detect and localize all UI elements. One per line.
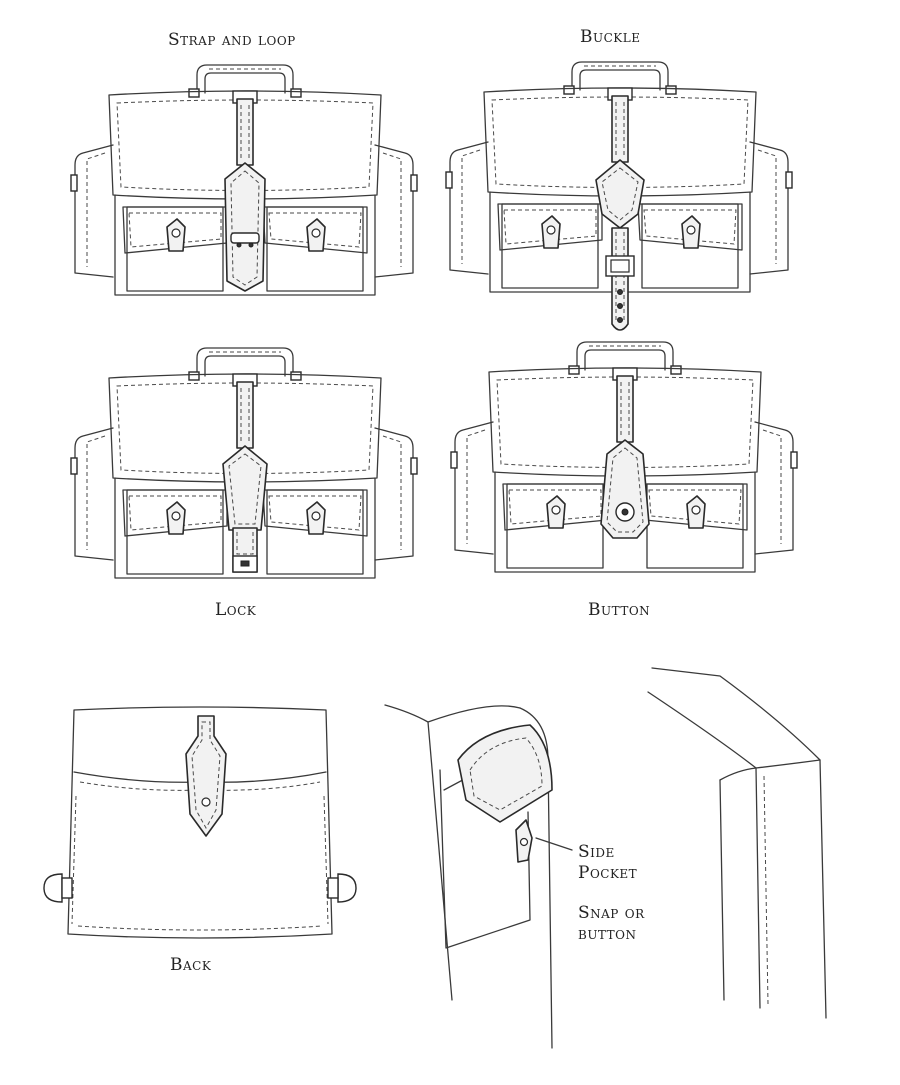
label-buckle: Buckle — [580, 27, 641, 47]
satchel-back-view-drawing — [43, 706, 357, 939]
label-side-pocket-line2: Pocket — [578, 863, 638, 883]
label-back: Back — [170, 955, 212, 975]
gusset-seam-detail-drawing — [647, 667, 827, 1019]
side-pocket-detail-drawing — [384, 704, 573, 1049]
label-button: Button — [588, 600, 651, 620]
label-side-pocket-line1: Side — [578, 842, 615, 862]
satchel-button-drawing — [450, 341, 798, 573]
label-snap-line1: Snap or — [578, 903, 645, 923]
satchel-buckle-drawing — [445, 61, 793, 331]
label-strap-and-loop: Strap and loop — [168, 30, 296, 50]
label-lock: Lock — [215, 600, 257, 620]
satchel-lock-drawing — [70, 347, 418, 579]
label-snap-line2: button — [578, 924, 637, 944]
satchel-strap-and-loop-drawing — [70, 64, 418, 296]
